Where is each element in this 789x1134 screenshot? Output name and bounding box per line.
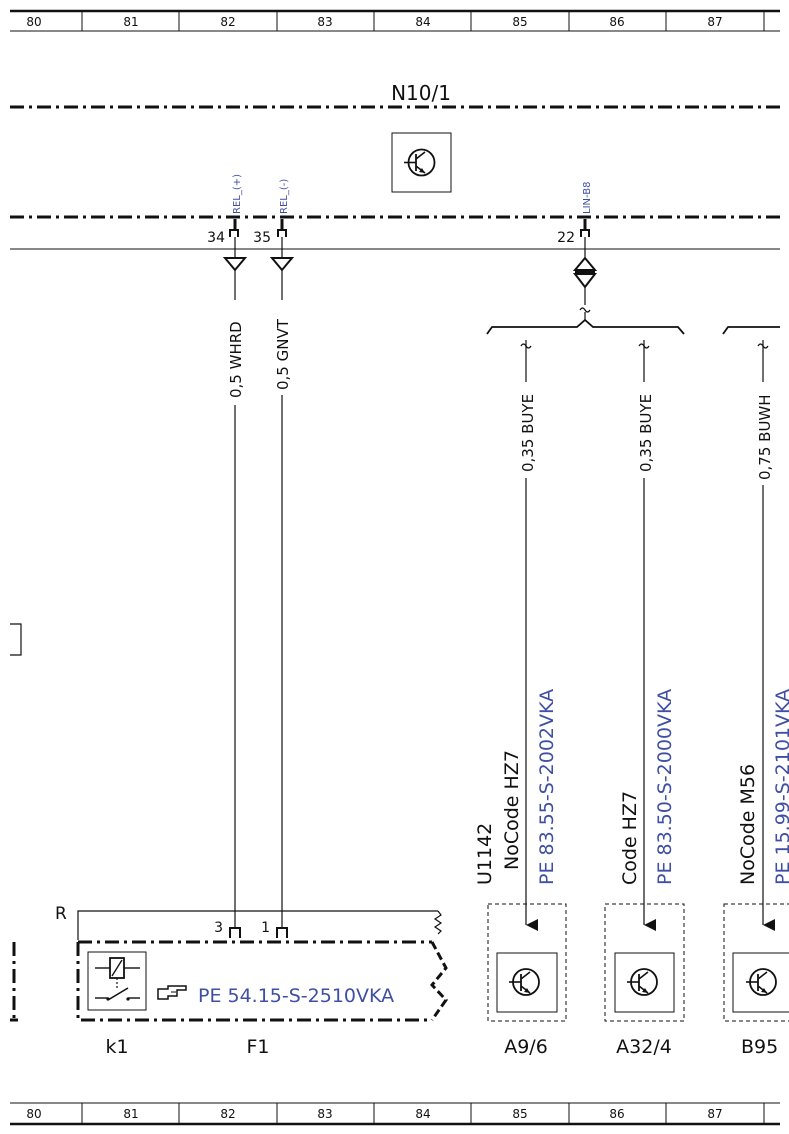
- ruler-top-87: 87: [707, 15, 722, 29]
- ruler-top-83: 83: [317, 15, 332, 29]
- branch-2-code2: Code HZ7: [619, 791, 641, 885]
- component-b95-label: B95: [741, 1036, 778, 1058]
- wire-5: 0,75 BUWH: [756, 340, 775, 931]
- ruler-bottom-85: 85: [512, 1107, 527, 1121]
- fuse-pin-3: 3: [214, 920, 241, 938]
- component-a32-4-label: A32/4: [616, 1036, 672, 1058]
- fuse-pin-1: 1: [261, 920, 288, 938]
- pin-22-number: 22: [557, 230, 575, 246]
- wire-3-label: 0,35 BUYE: [519, 394, 537, 472]
- pin-35-signal: REL_(-): [279, 179, 290, 214]
- branch-1-code1: U1142: [474, 823, 496, 885]
- f1-label: F1: [246, 1036, 269, 1058]
- fuse-pin-1-number: 1: [261, 920, 270, 936]
- wire-2-label: 0,5 GNVT: [274, 318, 292, 390]
- connector-symbol-1: [222, 237, 248, 272]
- pin-34: REL_(+) 34: [207, 174, 243, 246]
- relay-icon: [87, 951, 147, 1011]
- fuse-block-f1: R 3 1: [55, 904, 448, 1058]
- wire-4-label: 0,35 BUYE: [637, 394, 655, 472]
- branch-1-annotation: U1142 NoCode HZ7 PE 83.55-S-2002VKA: [474, 689, 558, 885]
- branch-1-ref-link[interactable]: PE 83.55-S-2002VKA: [536, 689, 558, 885]
- top-ruler: 80 81 82 83 84 85 86 87: [10, 9, 780, 32]
- ruler-bottom-80: 80: [26, 1107, 41, 1121]
- bottom-ruler: 80 81 82 83 84 85 86 87: [10, 1102, 780, 1126]
- pin-35-number: 35: [253, 230, 271, 246]
- ruler-bottom-81: 81: [123, 1107, 138, 1121]
- connector-symbol-3: [572, 237, 598, 320]
- pin-22-signal: LIN-B8: [582, 182, 593, 214]
- branch-brace: [486, 318, 780, 335]
- ruler-top-82: 82: [220, 15, 235, 29]
- pointing-hand-icon: [157, 985, 187, 1000]
- module-n10-1: N10/1: [10, 81, 780, 219]
- ruler-top-85: 85: [512, 15, 527, 29]
- branch-3-ref-link[interactable]: PE 15.99-S-2101VKA: [772, 689, 789, 885]
- pin-34-number: 34: [207, 230, 225, 246]
- component-a9-6: A9/6: [487, 903, 567, 1058]
- component-b95: B95: [723, 903, 789, 1058]
- wire-3: 0,35 BUYE: [519, 340, 538, 931]
- component-a9-6-label: A9/6: [504, 1036, 548, 1058]
- branch-2-ref-link[interactable]: PE 83.50-S-2000VKA: [654, 689, 676, 885]
- wire-1: 0,5 WHRD: [227, 270, 245, 922]
- connector-symbol-2: [269, 237, 295, 272]
- ruler-bottom-84: 84: [415, 1107, 430, 1121]
- ruler-bottom-87: 87: [707, 1107, 722, 1121]
- fuse-ref-link[interactable]: PE 54.15-S-2510VKA: [198, 985, 394, 1007]
- left-edge-fragments: [10, 623, 22, 1022]
- pin-34-signal: REL_(+): [232, 174, 243, 214]
- k1-label: k1: [105, 1036, 128, 1058]
- transistor-icon: [509, 968, 540, 996]
- branch-2-annotation: Code HZ7 PE 83.50-S-2000VKA: [619, 689, 676, 885]
- module-transistor-icon: [391, 132, 452, 193]
- fuse-pin-3-number: 3: [214, 920, 223, 936]
- pin-22: LIN-B8 22: [557, 182, 593, 246]
- wire-1-label: 0,5 WHRD: [227, 321, 245, 398]
- ruler-top-80: 80: [26, 15, 41, 29]
- r-label: R: [55, 904, 67, 924]
- ruler-top-81: 81: [123, 15, 138, 29]
- module-title: N10/1: [391, 81, 451, 105]
- branch-3-annotation: NoCode M56 PE 15.99-S-2101VKA: [737, 689, 789, 885]
- transistor-icon: [746, 968, 777, 996]
- ruler-bottom-83: 83: [317, 1107, 332, 1121]
- branch-3-code2: NoCode M56: [737, 764, 759, 885]
- ruler-bottom-82: 82: [220, 1107, 235, 1121]
- ruler-top-84: 84: [415, 15, 430, 29]
- branch-1-code2: NoCode HZ7: [501, 750, 523, 870]
- wire-4: 0,35 BUYE: [637, 340, 656, 931]
- component-a32-4: A32/4: [604, 903, 685, 1058]
- wire-2: 0,5 GNVT: [274, 270, 292, 922]
- ruler-bottom-86: 86: [609, 1107, 624, 1121]
- ruler-top-86: 86: [609, 15, 624, 29]
- wire-5-label: 0,75 BUWH: [756, 394, 774, 480]
- transistor-icon: [627, 968, 658, 996]
- pin-35: REL_(-) 35: [253, 179, 290, 246]
